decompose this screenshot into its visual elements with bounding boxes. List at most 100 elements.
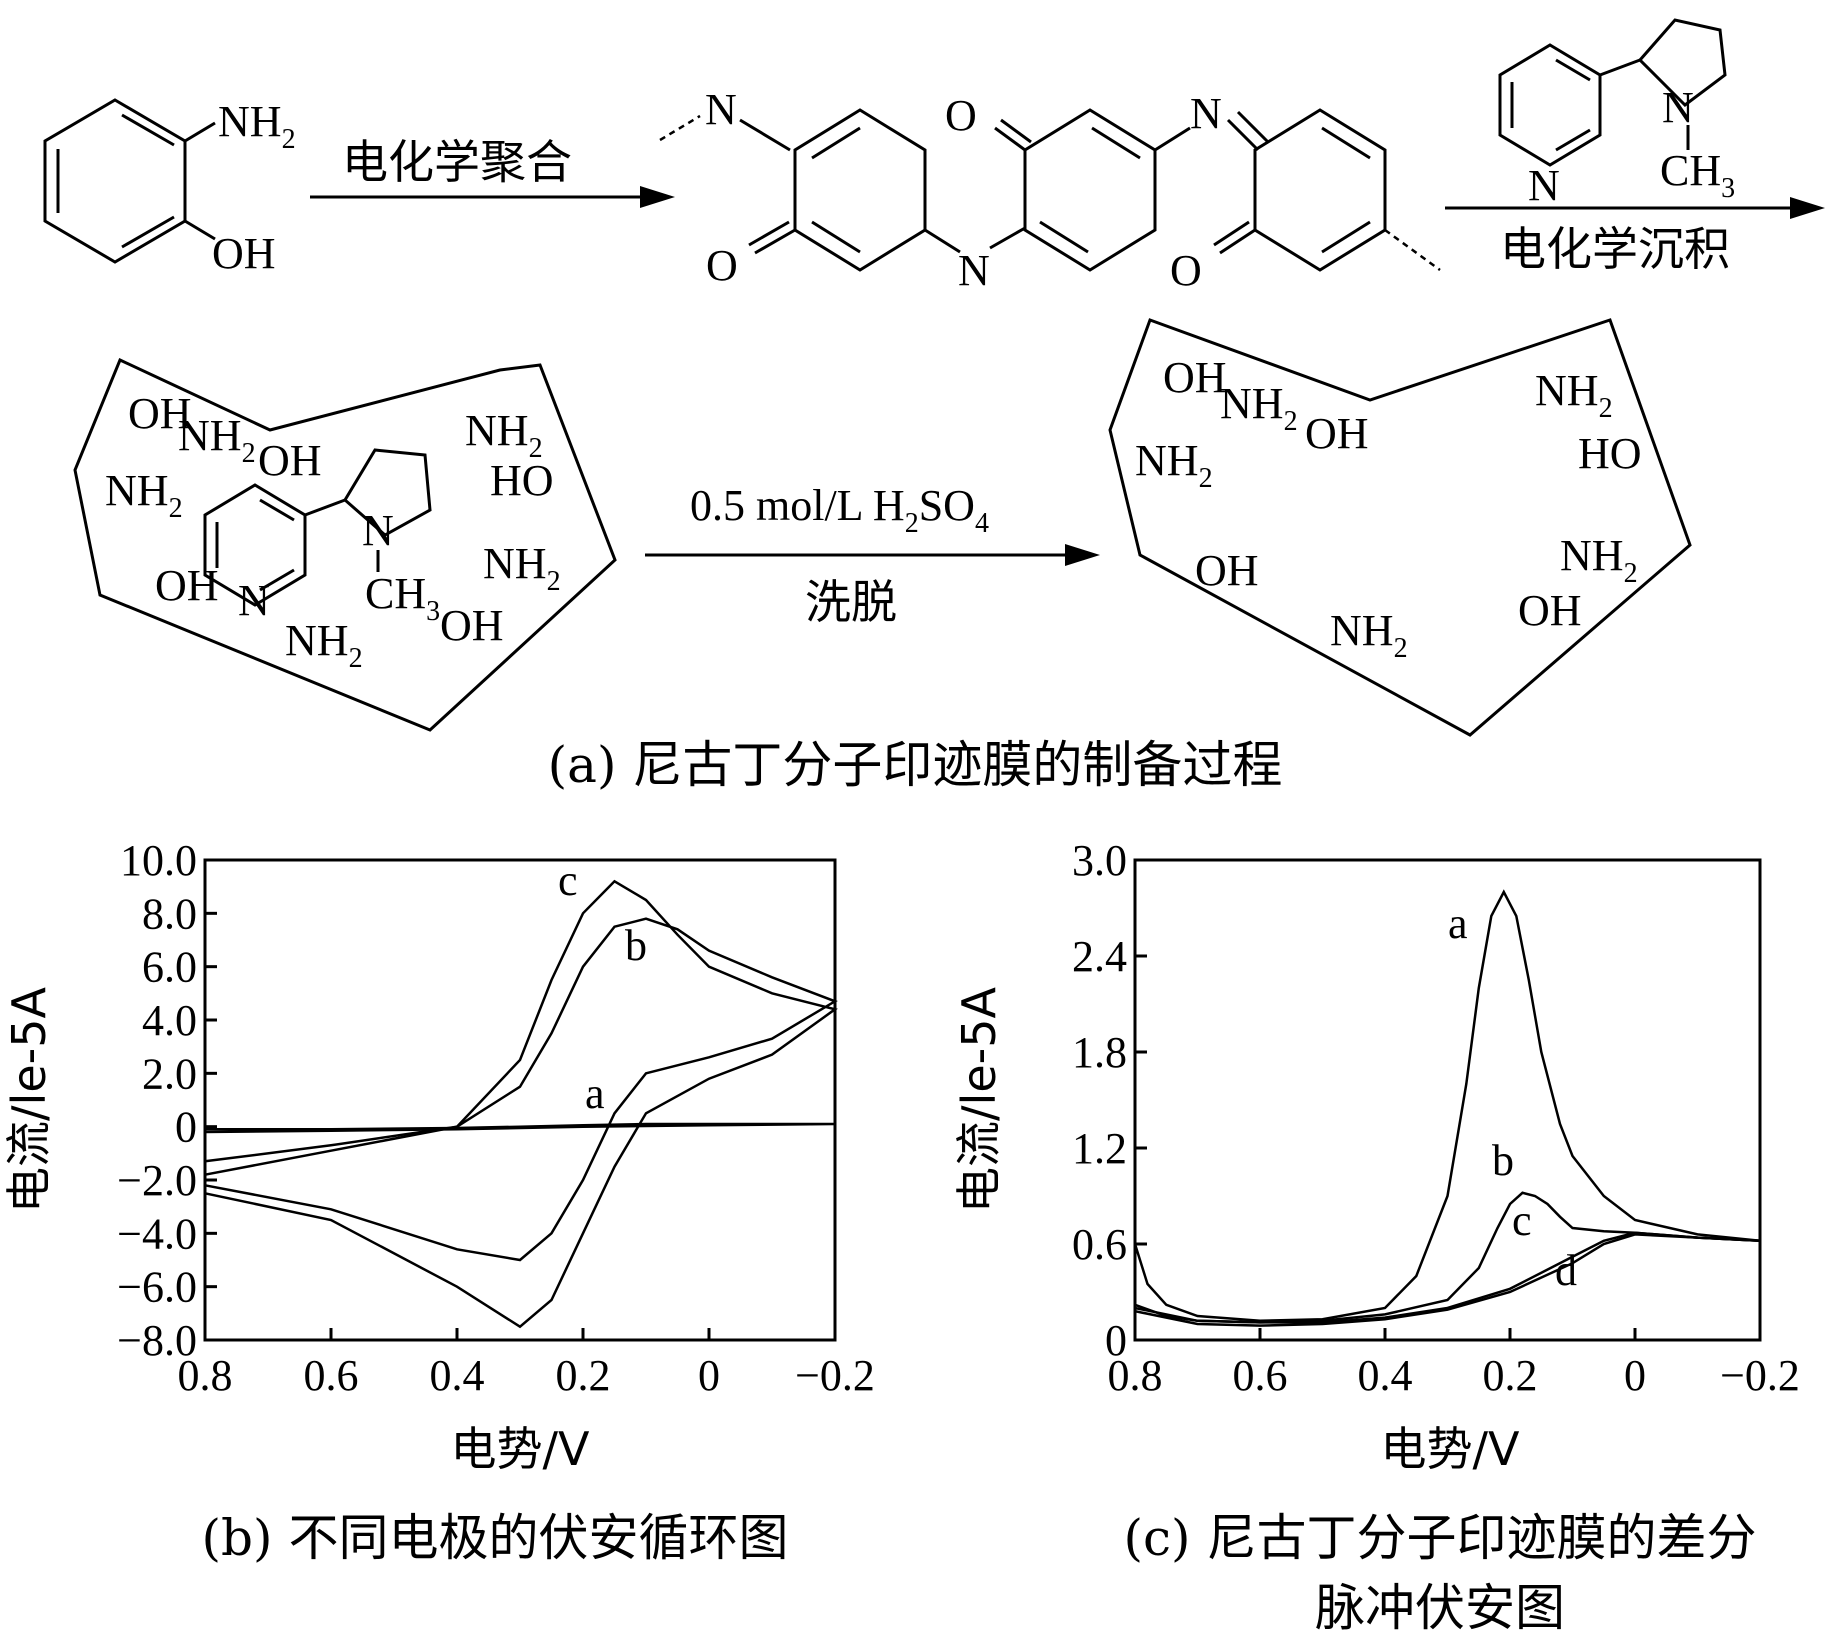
chart-c-x-tick-label: 0 [1624, 1351, 1646, 1400]
chart-b-y-tick-label: −4.0 [117, 1209, 197, 1258]
chart-b-series-a [204, 1122, 836, 1134]
chart-b-y-tick-label: −8.0 [117, 1316, 197, 1365]
chart-c-ylabel: 电流/le-5A [952, 987, 1006, 1213]
imprinted-film: OH NH2 OH NH2 HO NH2 NH2 OH OH NH2 N N C… [73, 357, 617, 732]
chart-b-x-tick-label: 0.6 [304, 1351, 359, 1400]
chart-c-y-tick-label: 0 [1105, 1316, 1127, 1365]
chart-b-series-b [204, 917, 838, 1262]
film2-oh-3: OH [1195, 546, 1259, 595]
chart-c-x-tick-label: 0.4 [1358, 1351, 1413, 1400]
polymer-n-2: N [958, 246, 990, 295]
cv-chart: 电流/le-5A 电势/V (b) 不同电极的伏安循环图 0.8 0.6 0.4 0.… [2, 836, 875, 1567]
chart-b-y-tick-label: 0 [175, 1103, 197, 1152]
chart-b-series-label-b: b [625, 921, 647, 970]
scheme: NH2 OH 电化学聚合 N O N O [43, 18, 1825, 794]
methyl-group: CH3 [1660, 146, 1735, 204]
film2-oh-4: OH [1518, 586, 1582, 635]
chart-c-series-c [1134, 1231, 1761, 1324]
polymer-o-3: O [1170, 246, 1202, 295]
chart-c-y-tick-label: 3.0 [1072, 836, 1127, 885]
film1-pyrrolidine-n: N [362, 506, 394, 555]
film1-oh-4: OH [440, 601, 504, 650]
chart-c-y-tick-label: 2.4 [1072, 932, 1127, 981]
chart-c-y-tick-label: 0.6 [1072, 1220, 1127, 1269]
polymer-o-2: O [945, 91, 977, 140]
polymer-structure: N O N O N O [659, 85, 1441, 295]
chart-b-x-tick-label: 0 [698, 1351, 720, 1400]
chart-c-series-a [1133, 889, 1761, 1323]
aminophenol-structure: NH2 OH [43, 97, 296, 278]
chart-b-caption: (b) 不同电极的伏安循环图 [202, 1509, 789, 1567]
chart-c-series-label-d: d [1555, 1246, 1577, 1295]
chart-b-series-label-a: a [585, 1069, 605, 1118]
chart-c-series-b [1134, 1191, 1761, 1324]
chart-c-caption-line2: 脉冲伏安图 [1315, 1579, 1565, 1637]
elution-arrow: 0.5 mol/L H2SO4 洗脱 [645, 481, 1100, 629]
polymer-o-1: O [706, 241, 738, 290]
chart-c-caption-line1: (c) 尼古丁分子印迹膜的差分 [1124, 1509, 1757, 1567]
film2-nh2-1: NH2 [1220, 379, 1298, 437]
chart-c-xlabel: 电势/V [1381, 1422, 1520, 1476]
film2-oh-2: OH [1305, 409, 1369, 458]
nicotine-template: N N CH3 [1498, 18, 1735, 210]
film1-nh2-5: NH2 [285, 616, 363, 674]
polymer-n-3: N [1190, 89, 1222, 138]
film1-methyl: CH3 [365, 569, 440, 627]
chart-c-series-d [1134, 1233, 1761, 1327]
film2-nh2-3: NH2 [1135, 436, 1213, 494]
film2-nh2-2: NH2 [1535, 366, 1613, 424]
film1-oh-1: OH [128, 389, 192, 438]
elution-label: 洗脱 [805, 575, 897, 629]
deposition-arrow: 电化学沉积 [1445, 197, 1825, 276]
chart-b-x-tick-label: −0.2 [795, 1351, 875, 1400]
chart-c-x-tick-label: −0.2 [1720, 1351, 1800, 1400]
chart-b-xlabel: 电势/V [451, 1422, 590, 1476]
film1-nh2-4: NH2 [483, 539, 561, 597]
film2-nh2-5: NH2 [1330, 606, 1408, 664]
chart-b-plot-frame [203, 858, 837, 1342]
chart-c-series-label-c: c [1512, 1196, 1532, 1245]
chart-b-x-tick-label: 0.2 [556, 1351, 611, 1400]
film1-nh2-2: NH2 [465, 406, 543, 464]
caption-a: (a) 尼古丁分子印迹膜的制备过程 [548, 736, 1283, 794]
chart-c-y-tick-label: 1.8 [1072, 1028, 1127, 1077]
chart-b-y-tick-label: 4.0 [142, 996, 197, 1045]
polymerization-arrow: 电化学聚合 [310, 135, 675, 208]
elution-reagent: 0.5 mol/L H2SO4 [690, 481, 989, 539]
film2-oh-1: OH [1163, 353, 1227, 402]
film1-oh-2: OH [258, 436, 322, 485]
chart-c-series-label-b: b [1492, 1136, 1514, 1185]
chart-b-ylabel: 电流/le-5A [2, 987, 56, 1213]
chart-b-y-tick-label: 2.0 [142, 1049, 197, 1098]
polymerization-label: 电化学聚合 [342, 135, 572, 189]
chart-b-x-tick-label: 0.4 [430, 1351, 485, 1400]
chart-b-x-tick-label: 0.8 [178, 1351, 233, 1400]
amino-group: NH2 [218, 97, 296, 155]
chart-b-y-tick-label: 6.0 [142, 943, 197, 992]
eluted-film: OH NH2 OH NH2 HO NH2 OH NH2 OH NH2 [1108, 318, 1692, 737]
film1-pyridine-n: N [238, 576, 270, 625]
film2-nh2-4: NH2 [1560, 531, 1638, 589]
chart-b-y-tick-label: −2.0 [117, 1156, 197, 1205]
chart-c-y-tick-label: 1.2 [1072, 1124, 1127, 1173]
chart-b-y-tick-label: −6.0 [117, 1263, 197, 1312]
chart-b-series-label-c: c [558, 856, 578, 905]
pyridine-n: N [1528, 161, 1560, 210]
chart-c-series-label-a: a [1448, 899, 1468, 948]
chart-b-y-tick-label: 8.0 [142, 889, 197, 938]
deposition-label: 电化学沉积 [1500, 222, 1730, 276]
film2-ho: HO [1578, 429, 1642, 478]
film1-oh-3: OH [155, 561, 219, 610]
polymer-n-1: N [705, 85, 737, 134]
chart-c-x-tick-label: 0.8 [1108, 1351, 1163, 1400]
chart-c-x-tick-label: 0.6 [1233, 1351, 1288, 1400]
film1-nh2-1: NH2 [178, 411, 256, 469]
chart-b-y-tick-label: 10.0 [120, 836, 197, 885]
pyrrolidine-n: N [1662, 83, 1694, 132]
chart-c-x-tick-label: 0.2 [1483, 1351, 1538, 1400]
film1-nh2-3: NH2 [105, 466, 183, 524]
chart-b-series-c [204, 879, 838, 1329]
film1-ho: HO [490, 456, 554, 505]
chart-c-plot-frame [1133, 858, 1762, 1342]
